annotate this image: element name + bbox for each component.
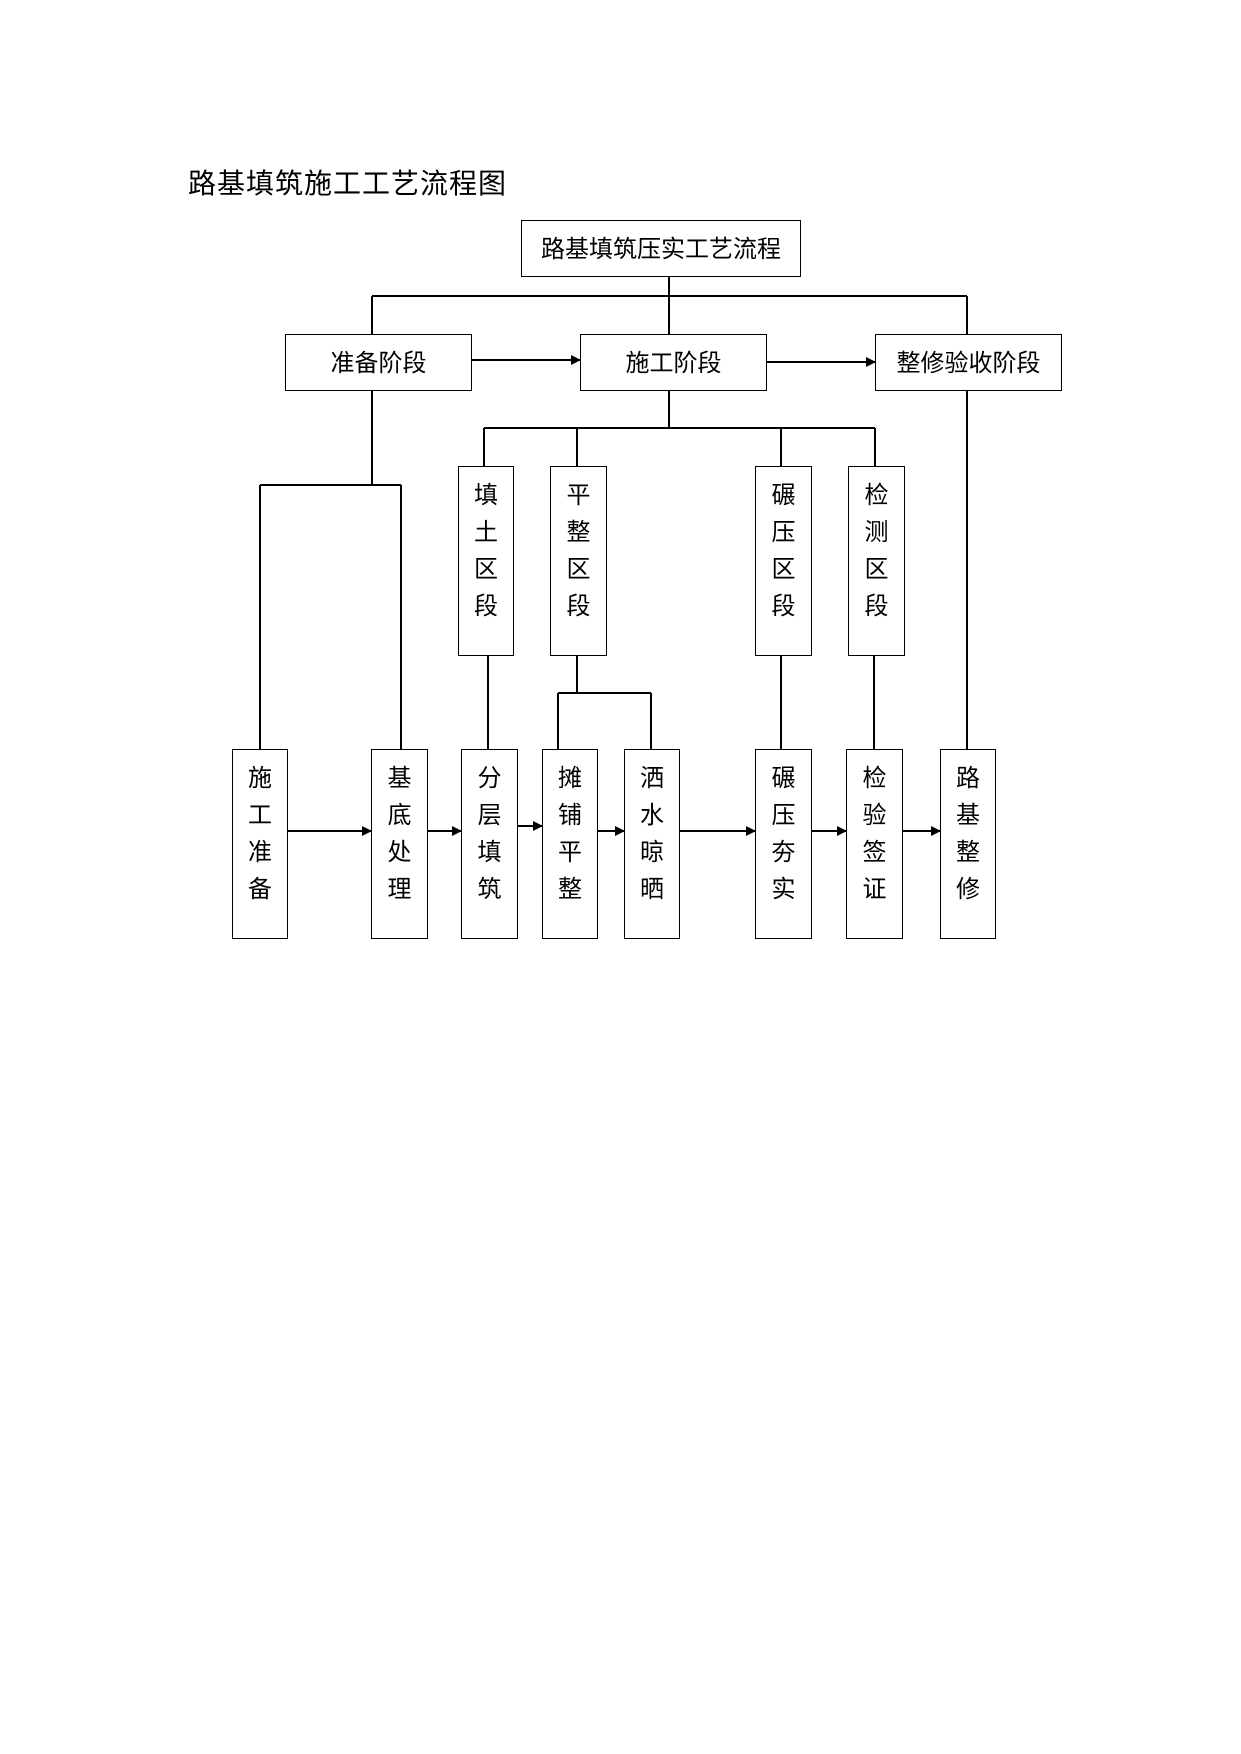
phase-construct-box: 施工阶段 — [580, 334, 767, 391]
root-label: 路基填筑压实工艺流程 — [541, 235, 781, 263]
section-level-label: 平整区段 — [566, 481, 591, 620]
step-compact-label: 碾压夯实 — [771, 764, 796, 903]
step-layer-fill-label: 分层填筑 — [477, 764, 502, 903]
step-water-dry-label: 洒水晾晒 — [639, 764, 664, 903]
step-trim-label: 路基整修 — [955, 764, 980, 903]
step-inspect-box: 检验签证 — [846, 749, 903, 939]
phase-finish-label: 整修验收阶段 — [896, 349, 1041, 377]
section-level-box: 平整区段 — [550, 466, 607, 656]
phase-prepare-label: 准备阶段 — [330, 349, 427, 377]
step-trim-box: 路基整修 — [940, 749, 996, 939]
section-test-box: 检测区段 — [848, 466, 905, 656]
step-spread-level-label: 摊铺平整 — [557, 764, 582, 903]
step-inspect-label: 检验签证 — [862, 764, 887, 903]
step-layer-fill-box: 分层填筑 — [461, 749, 518, 939]
step-prep-work-label: 施工准备 — [247, 764, 272, 903]
root-box: 路基填筑压实工艺流程 — [521, 220, 801, 277]
phase-finish-box: 整修验收阶段 — [875, 334, 1062, 391]
section-test-label: 检测区段 — [864, 481, 889, 620]
step-spread-level-box: 摊铺平整 — [542, 749, 598, 939]
step-prep-work-box: 施工准备 — [232, 749, 288, 939]
section-fill-box: 填土区段 — [458, 466, 514, 656]
step-base-treat-box: 基底处理 — [371, 749, 428, 939]
section-fill-label: 填土区段 — [473, 481, 498, 620]
page-title: 路基填筑施工工艺流程图 — [188, 167, 508, 200]
step-water-dry-box: 洒水晾晒 — [624, 749, 680, 939]
section-roll-box: 碾压区段 — [755, 466, 812, 656]
phase-prepare-box: 准备阶段 — [285, 334, 472, 391]
step-compact-box: 碾压夯实 — [755, 749, 812, 939]
phase-construct-label: 施工阶段 — [625, 349, 722, 377]
step-base-treat-label: 基底处理 — [387, 764, 412, 903]
section-roll-label: 碾压区段 — [771, 481, 796, 620]
